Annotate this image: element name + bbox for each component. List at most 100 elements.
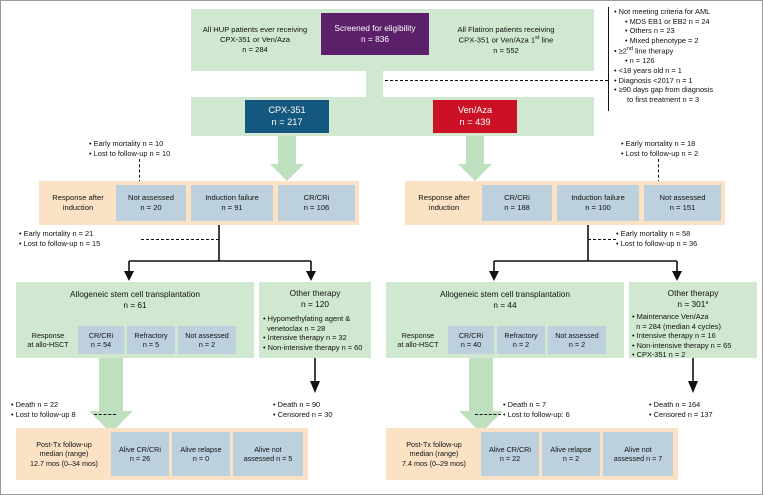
arm-ven-name: Ven/Aza <box>457 105 493 115</box>
ven-other-outcome-notes: • Death n = 164 • Censored n = 137 <box>649 400 762 419</box>
ven-followup-cell-alive-not-assessed: Alive not assessed n = 7 <box>603 432 673 476</box>
note-item: • Early mortality n = 58 <box>616 229 691 238</box>
cell-label: Not assessed <box>659 193 706 203</box>
cell-label: Induction failure <box>571 193 625 203</box>
bullet-item: • CPX-351 n = 2 <box>632 350 686 360</box>
cell-n: n = 188 <box>504 203 530 212</box>
cpx-induction-label-2: induction <box>62 203 94 212</box>
cell-label: CR/CRi <box>504 193 530 203</box>
cell-n: n = 40 <box>460 340 482 349</box>
flatiron-line-2: CPX-351 or Ven/Aza 1st line <box>459 34 554 45</box>
cell-label: Alive relapse <box>180 444 222 454</box>
hup-line-1: All HUP patients ever receiving <box>202 25 308 35</box>
cell-n: assessed n = 7 <box>613 454 663 463</box>
ven-induction-cell-induction-failure: Induction failure n = 100 <box>557 185 639 221</box>
cell-n: n = 5 <box>142 340 160 349</box>
screened-line-2: n = 836 <box>361 34 389 44</box>
label-1: Response <box>401 330 435 340</box>
label-2: median (range) <box>39 449 89 459</box>
cell-label: Induction failure <box>205 193 259 203</box>
title-text: Other therapy <box>289 288 341 299</box>
note-item: • Lost to follow-up n = 15 <box>19 238 101 248</box>
cell-n: n = 26 <box>129 454 151 463</box>
label-3: 7.4 mos (0–29 mos) <box>402 458 466 468</box>
flatiron-line-2-a: CPX-351 or Ven/Aza 1 <box>458 35 536 45</box>
cpx-other-therapy-box <box>259 282 371 358</box>
cell-label: Refractory <box>504 330 538 340</box>
ven-allo-outcome-notes: • Death n = 7 • Lost to follow-up: 6 <box>503 400 633 419</box>
ven-induction-label-1: Response after <box>418 193 470 203</box>
hup-line-2: CPX-351 or Ven/Aza <box>219 35 291 45</box>
ven-post-induction-notes: • Early mortality n = 58 • Lost to follo… <box>616 229 762 248</box>
arm-ven-n: n = 439 <box>459 116 491 127</box>
bullet-item: • Hypomethylating agent & <box>263 314 351 323</box>
cpx-other-therapy-bullets: • Hypomethylating agent & venetoclax n =… <box>263 314 371 352</box>
cpx-other-outcome-notes: • Death n = 90 • Censored n = 30 <box>273 400 393 419</box>
ven-allo-cell-refractory: Refractory n = 2 <box>497 326 545 354</box>
cpx-allo-cell-cr-cri: CR/CRi n = 54 <box>78 326 124 354</box>
cpx-induction-cell-cr-cri: CR/CRi n = 106 <box>278 185 355 221</box>
ven-induction-notes: • Early mortality n = 18 • Lost to follo… <box>621 139 762 158</box>
ven-followup-label: Post-Tx follow-up median (range) 7.4 mos… <box>390 432 478 476</box>
cpx-induction-cell-induction-failure: Induction failure n = 91 <box>191 185 273 221</box>
exclusion-item: • Diagnosis <2017 n = 1 <box>614 75 693 85</box>
cpx-followup-cell-alive-relapse: Alive relapse n = 0 <box>172 432 230 476</box>
cell-label: CR/CRi <box>88 330 114 340</box>
label-2: at allo-HSCT <box>397 340 439 349</box>
flatiron-cohort-box: All Flatiron patients receiving CPX-351 … <box>437 13 575 67</box>
flatiron-line-2-b: line <box>539 35 554 45</box>
cell-n: n = 100 <box>585 203 611 212</box>
cell-n: n = 2 <box>198 340 216 349</box>
ven-allo-cell-cr-cri: CR/CRi n = 40 <box>448 326 494 354</box>
ven-other-therapy-bullets: • Maintenance Ven/Aza n = 284 (median 4 … <box>632 312 758 360</box>
cell-n: n = 151 <box>669 203 696 212</box>
cell-n: n = 0 <box>192 454 210 463</box>
note-item: • Early mortality n = 21 <box>19 229 94 238</box>
cpx-allo-outcome-notes: • Death n = 22 • Lost to follow-up 8 <box>11 400 131 419</box>
cell-label: Not assessed <box>185 330 229 340</box>
bullet-item: • Maintenance Ven/Aza <box>632 312 709 321</box>
title-n: n = 301* <box>677 299 709 309</box>
note-item: • Lost to follow-up n = 10 <box>89 148 171 158</box>
cell-n: n = 20 <box>140 203 162 212</box>
exclusion-item: • ≥2nd line therapy <box>614 46 674 56</box>
arm-box-venaza: Ven/Aza n = 439 <box>433 100 517 133</box>
label-3: 12.7 mos (0–34 mos) <box>30 458 98 468</box>
ven-other-therapy-box <box>629 282 757 358</box>
label-1: Response <box>31 330 65 340</box>
cpx-allo-cell-not-assessed: Not assessed n = 2 <box>178 326 236 354</box>
cpx-followup-label: Post-Tx follow-up median (range) 12.7 mo… <box>20 432 108 476</box>
title-n: n = 120 <box>301 299 329 309</box>
cpx-followup-cell-alive-not-assessed: Alive not assessed n = 5 <box>233 432 303 476</box>
bullet-item: venetoclax n = 28 <box>263 323 326 333</box>
exclusion-item: • Others n = 23 <box>625 26 675 36</box>
cpx-induction-label-1: Response after <box>52 193 104 203</box>
cell-n: n = 22 <box>499 454 521 463</box>
ven-allo-response-label: Response at allo-HSCT <box>390 326 446 354</box>
cpx-post-induction-dash <box>141 239 219 240</box>
note-item: • Death n = 90 <box>273 400 321 409</box>
cell-label: Alive not <box>624 444 652 454</box>
cpx-allo-response-label: Response at allo-HSCT <box>20 326 76 354</box>
exclusion-connector-dash <box>375 80 608 81</box>
ven-post-induction-dash <box>588 239 616 240</box>
cell-n: n = 91 <box>221 203 243 212</box>
ven-induction-notes-dash <box>658 159 659 183</box>
ven-allo-cell-not-assessed: Not assessed n = 2 <box>548 326 606 354</box>
flatiron-ordinal-sup: st <box>535 35 540 42</box>
arm-cpx-name: CPX-351 <box>268 105 306 115</box>
ven-allo-outcome-dash <box>475 414 501 415</box>
exclusion-item: to first treatment n = 3 <box>625 94 700 104</box>
note-item: • Death n = 164 <box>649 400 701 409</box>
cpx-induction-notes: • Early mortality n = 10 • Lost to follo… <box>89 139 249 158</box>
exclusion-item: • <18 years old n = 1 <box>614 66 682 76</box>
cell-n: assessed n = 5 <box>243 454 293 463</box>
note-item: • Early mortality n = 18 <box>621 139 696 148</box>
cell-label: Refractory <box>134 330 168 340</box>
cpx-induction-notes-dash <box>139 159 140 183</box>
cpx-induction-row-label: Response after induction <box>43 185 113 221</box>
ven-induction-row-label: Response after induction <box>409 185 479 221</box>
cpx-induction-cell-not-assessed: Not assessed n = 20 <box>116 185 186 221</box>
arm-cpx-n: n = 217 <box>271 116 303 127</box>
